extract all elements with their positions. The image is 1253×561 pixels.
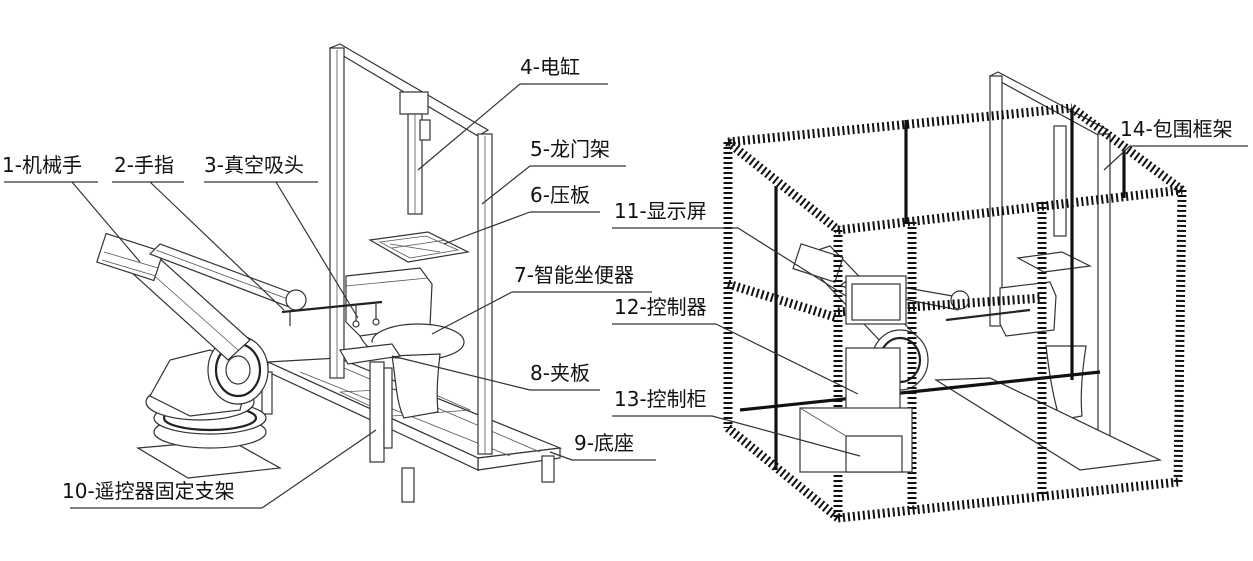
label-controller: 12-控制器 — [614, 295, 707, 319]
label-control-cabinet: 13-控制柜 — [614, 387, 707, 411]
label-base: 9-底座 — [574, 431, 634, 455]
label-electric-cylinder: 4-电缸 — [520, 55, 580, 79]
pressure-plate — [368, 231, 470, 263]
leader-lines — [4, 83, 1248, 509]
left-assembly — [96, 43, 563, 503]
label-enclosure-frame: 14-包围框架 — [1120, 117, 1233, 141]
toilet — [345, 267, 465, 419]
control-cabinet — [799, 275, 913, 473]
label-robot-arm: 1-机械手 — [2, 153, 82, 177]
label-finger: 2-手指 — [114, 153, 174, 177]
label-display: 11-显示屏 — [614, 199, 707, 223]
robot-arm — [96, 232, 383, 479]
clamp-bracket — [339, 343, 402, 463]
gantry-frame — [328, 43, 493, 455]
label-smart-toilet: 7-智能坐便器 — [514, 263, 634, 287]
label-pressure-plate: 6-压板 — [530, 183, 590, 207]
label-remote-bracket: 10-遥控器固定支架 — [62, 479, 235, 503]
label-clamp-plate: 8-夹板 — [530, 361, 590, 385]
label-gantry: 5-龙门架 — [530, 137, 610, 161]
labels: 1-机械手 2-手指 3-真空吸头 4-电缸 5-龙门架 6-压板 7-智能坐便… — [2, 55, 1233, 503]
label-vacuum-suction: 3-真空吸头 — [204, 153, 304, 177]
right-assembly — [723, 71, 1187, 523]
